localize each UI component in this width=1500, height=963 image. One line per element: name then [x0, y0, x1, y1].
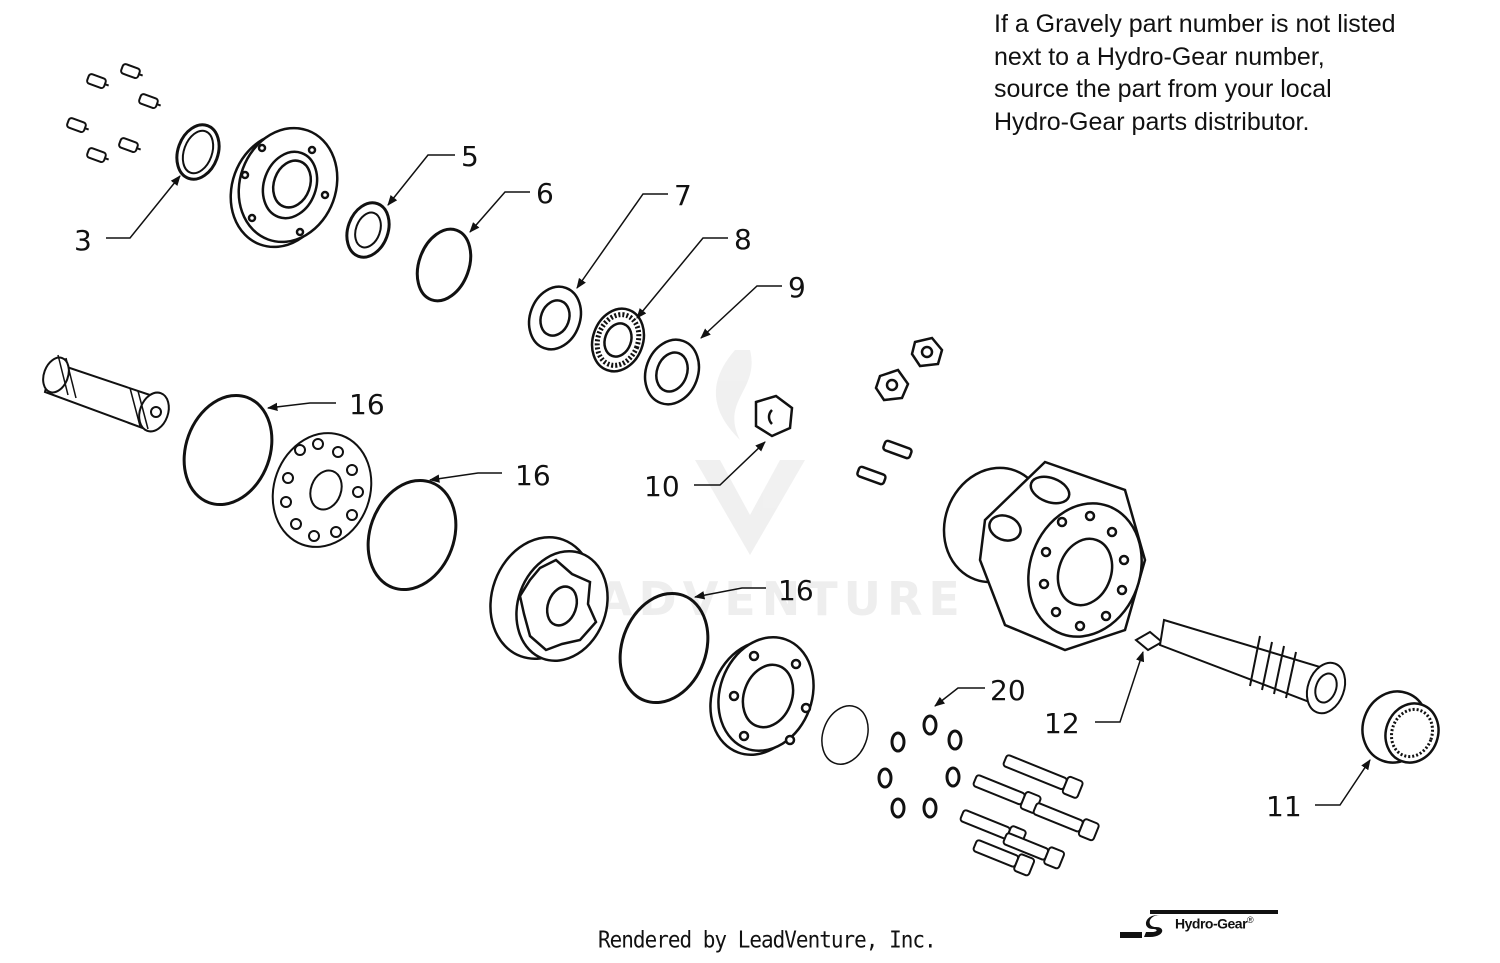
- wear-plate-part: [709, 636, 815, 756]
- callout-numbers: 3 5 6 7 8 9 16 16 16 10 20 12 11: [74, 140, 1302, 823]
- o-ring-part-4: [618, 591, 710, 705]
- hydro-gear-logo: Hydro-Gear®: [1120, 905, 1290, 945]
- callout-16-b: 16: [515, 459, 551, 492]
- note-line: Hydro-Gear parts distributor.: [994, 107, 1310, 136]
- note-line: If a Gravely part number is not listed: [994, 10, 1396, 38]
- brand-mark: ®: [1247, 915, 1254, 925]
- end-cover-part: [229, 126, 339, 249]
- callout-16-a: 16: [349, 388, 385, 421]
- drive-shaft-part: [1158, 618, 1347, 715]
- bolt-group-top: [66, 63, 162, 164]
- plug-group: [856, 336, 944, 486]
- shaft-seal-part: [345, 201, 391, 259]
- note-line: source the part from your local: [994, 75, 1332, 103]
- bolt-group-bottom: [959, 754, 1100, 877]
- note-line: next to a Hydro-Gear number,: [994, 42, 1325, 71]
- callout-8: 8: [734, 223, 752, 256]
- shaft-key-part: [1134, 630, 1164, 652]
- callout-10: 10: [644, 470, 680, 503]
- o-ring-part-2: [182, 393, 274, 507]
- callout-16-c: 16: [778, 574, 814, 607]
- needle-bearing-part: [1361, 690, 1440, 764]
- callout-9: 9: [788, 271, 806, 304]
- seal-ring-part: [175, 123, 221, 181]
- port-plate-part: [271, 432, 373, 548]
- plug-disc-part: [821, 705, 869, 765]
- leader-lines: [106, 154, 1371, 806]
- callout-5: 5: [461, 140, 479, 173]
- callout-6: 6: [536, 177, 554, 210]
- render-credit: Rendered by LeadVenture, Inc.: [598, 926, 937, 953]
- callout-7: 7: [674, 179, 692, 212]
- sourcing-note: If a Gravely part number is not listed n…: [994, 8, 1464, 138]
- thrust-washer-part: [527, 285, 583, 351]
- thrust-washer-part-2: [643, 338, 701, 406]
- hex-nut-part: [754, 394, 794, 438]
- output-shaft-part: [42, 354, 170, 433]
- hydro-gear-logo-icon: [1120, 910, 1278, 938]
- callout-12: 12: [1044, 707, 1080, 740]
- washer-group: [877, 714, 963, 819]
- o-ring-part: [415, 227, 473, 303]
- gerotor-part: [489, 536, 609, 662]
- callout-20: 20: [990, 674, 1026, 707]
- thrust-bearing-part: [590, 307, 646, 373]
- callout-3: 3: [74, 224, 92, 257]
- brand-name: Hydro-Gear: [1175, 915, 1248, 932]
- callout-11: 11: [1266, 790, 1302, 823]
- motor-housing-part: [942, 460, 1147, 652]
